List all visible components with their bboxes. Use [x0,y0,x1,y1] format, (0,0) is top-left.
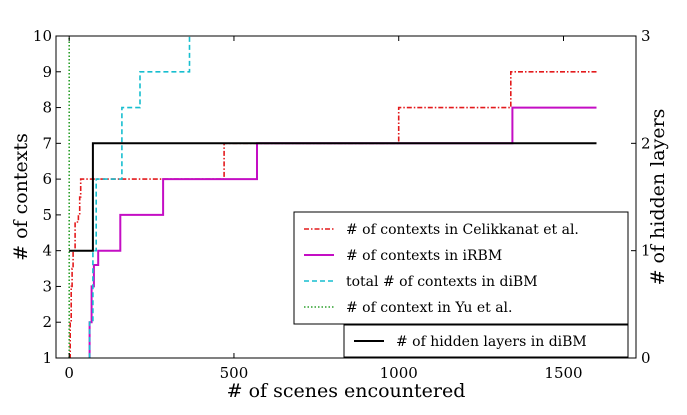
y-right-tick-label: 3 [641,27,651,45]
y-right-tick-label: 0 [641,349,651,367]
series-line-of-hidden-layers-in-dibm [69,142,597,252]
x-tick-label: 0 [64,364,74,382]
series-line-of-contexts-in-celikkanat-et-al [69,71,597,358]
x-tick-label: 1000 [380,364,418,382]
legend-main: # of contexts in Celikkanat et al. # of c… [293,211,629,325]
y-axis-left-title: # of contexts [10,133,32,261]
y-right-tick-label: 1 [641,242,651,260]
series-line-total-of-contexts-in-dibm [88,36,191,358]
legend-label-of-hidden-layers-in-dibm: # of hidden layers in diBM [396,334,587,350]
y-left-tick-label: 10 [33,27,52,45]
x-tick-label: 500 [220,364,249,382]
legend-label-of-contexts-in-irbm: # of contexts in iRBM [346,248,502,264]
y-left-tick-label: 2 [42,313,52,331]
x-axis-title: # of scenes encountered [227,380,466,402]
legend-secondary: # of hidden layers in diBM [343,324,629,358]
y-right-tick-label: 2 [641,134,651,152]
y-left-tick-label: 6 [42,170,52,188]
y-left-tick-label: 7 [42,134,52,152]
plot-frame [55,35,637,359]
legend-label-of-contexts-in-celikkanat-et-al: # of contexts in Celikkanat et al. [346,222,579,238]
y-left-tick-label: 3 [42,277,52,295]
y-axis-right-title: # of hidden layers [647,109,669,286]
y-left-tick-label: 1 [42,349,52,367]
y-left-tick-label: 8 [42,99,52,117]
legend-label-total-of-contexts-in-dibm: total # of contexts in diBM [346,274,538,290]
series-layer [68,36,597,358]
x-tick-label: 1500 [544,364,582,382]
y-left-tick-label: 4 [42,242,52,260]
legend-secondary-box [343,324,629,358]
legend-main-box [293,211,629,325]
y-left-tick-label: 9 [42,63,52,81]
y-left-tick-label: 5 [42,206,52,224]
legend-label-of-context-in-yu-et-al: # of context in Yu et al. [346,300,512,316]
